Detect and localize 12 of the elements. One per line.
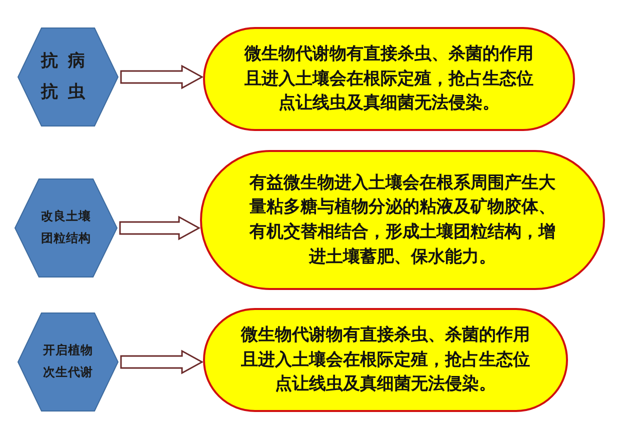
- hexagon-node: [17, 312, 119, 412]
- hexagon-label: 抗病抗虫: [40, 50, 96, 104]
- hexagon-label: 开启植物次生代谢: [42, 342, 94, 381]
- hexagon-label: 改良土壤团粒结构: [40, 208, 92, 247]
- hexagon-node: [14, 178, 118, 278]
- block-arrow: [120, 64, 204, 90]
- description-text: 有益微生物进入土壤会在根系周围产生大量粘多糖与植物分泌的粘液及矿物胶体、有机交替相结合，形成土壤团粒结构，增进土壤蓄肥、保水能力。: [248, 172, 556, 269]
- description-text: 微生物代谢物有直接杀虫、杀菌的作用且进入土壤会在根际定殖，抢占生态位点让线虫及真细菌无法侵染。: [243, 43, 534, 116]
- block-arrow: [120, 350, 204, 374]
- description-text: 微生物代谢物有直接杀虫、杀菌的作用且进入土壤会在根际定殖，抢占生态位点让线虫及真细菌无法侵染。: [240, 324, 531, 396]
- block-arrow: [119, 216, 201, 240]
- hexagon-node: [17, 27, 119, 127]
